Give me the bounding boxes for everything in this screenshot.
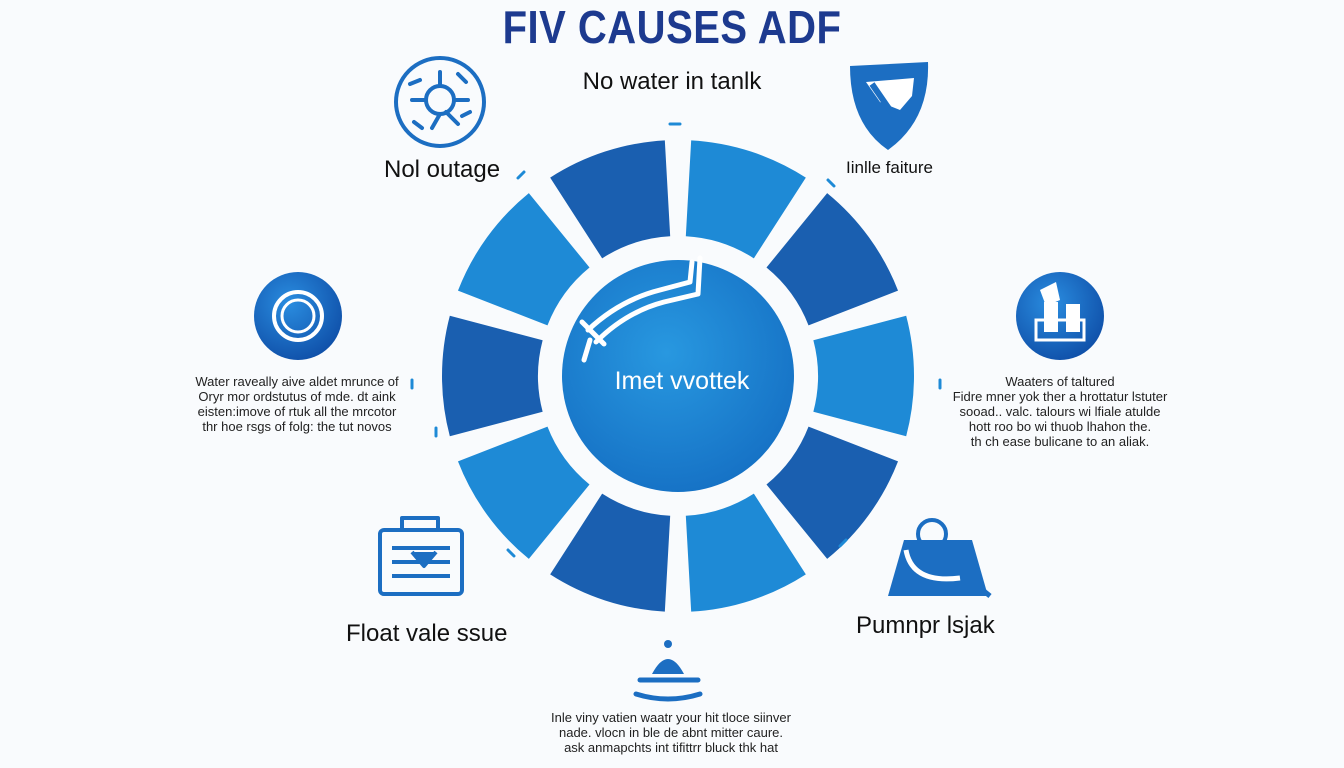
cause-description-mid-right: Waaters of taltured Fidre mner yok ther … [944, 374, 1176, 449]
cause-label-top-left: Nol outage [384, 156, 501, 183]
ring-segment [766, 193, 899, 326]
description-line: Waaters of taltured [1005, 374, 1115, 389]
ring-segment [685, 140, 806, 259]
description-line: hott roo bo wi thuob lhahon the. [968, 419, 1152, 434]
description-line: th ch ease bulicane to an aliak. [970, 434, 1150, 449]
ring-icon [254, 272, 342, 360]
valve-icon [633, 640, 703, 702]
page-title: FIV CAUSES ADF [502, 2, 842, 54]
ring-segment [457, 426, 590, 559]
cause-label-bottom-left: Float vale ssue [346, 620, 508, 647]
ring-markers [410, 122, 942, 558]
pipe-icon [579, 255, 703, 363]
cause-ring [442, 140, 915, 612]
description-line: Water raveally aive aldet mrunce of [195, 374, 399, 389]
shield-icon [850, 62, 929, 150]
cause-description-mid-left: Water raveally aive aldet mrunce of Oryr… [186, 374, 408, 434]
description-line: sooad.. valc. talours wi lfiale atulde [959, 404, 1161, 419]
cause-label-top-right: Iinlle faiture [846, 158, 933, 177]
center-label: Imet vvottek [614, 367, 750, 395]
pump-icon [888, 518, 992, 598]
description-line: Fidre mner yok ther a hrottatur lstuter [952, 389, 1168, 404]
description-line: eisten:imove of rtuk all the mrcotor [197, 404, 397, 419]
faucet-icon [1016, 272, 1104, 360]
page-subtitle: No water in tanlk [582, 68, 762, 95]
description-line: thr hoe rsgs of folg: the tut novos [202, 419, 392, 434]
ring-segment [813, 315, 915, 437]
ring-segment [442, 315, 543, 437]
ring-segment [685, 493, 806, 612]
cause-label-bottom-right: Pumnpr lsjak [856, 612, 995, 639]
panel-icon [378, 516, 464, 596]
ring-segment [457, 193, 590, 326]
center-core [562, 260, 794, 492]
ring-segment [550, 493, 671, 612]
gear-circle-icon [394, 56, 486, 148]
cause-description-bottom: Inle viny vatien waatr your hit tloce si… [536, 710, 806, 755]
description-line: Oryr mor ordstutus of mde. dt aink [198, 389, 396, 404]
ring-segment [766, 426, 899, 559]
description-line: Inle viny vatien waatr your hit tloce si… [551, 710, 791, 725]
ring-segment [550, 140, 671, 259]
description-line: ask anmapchts int tifittrr bluck thk hat [564, 740, 778, 755]
description-line: nade. vlocn in ble de abnt mitter caure. [558, 725, 784, 740]
